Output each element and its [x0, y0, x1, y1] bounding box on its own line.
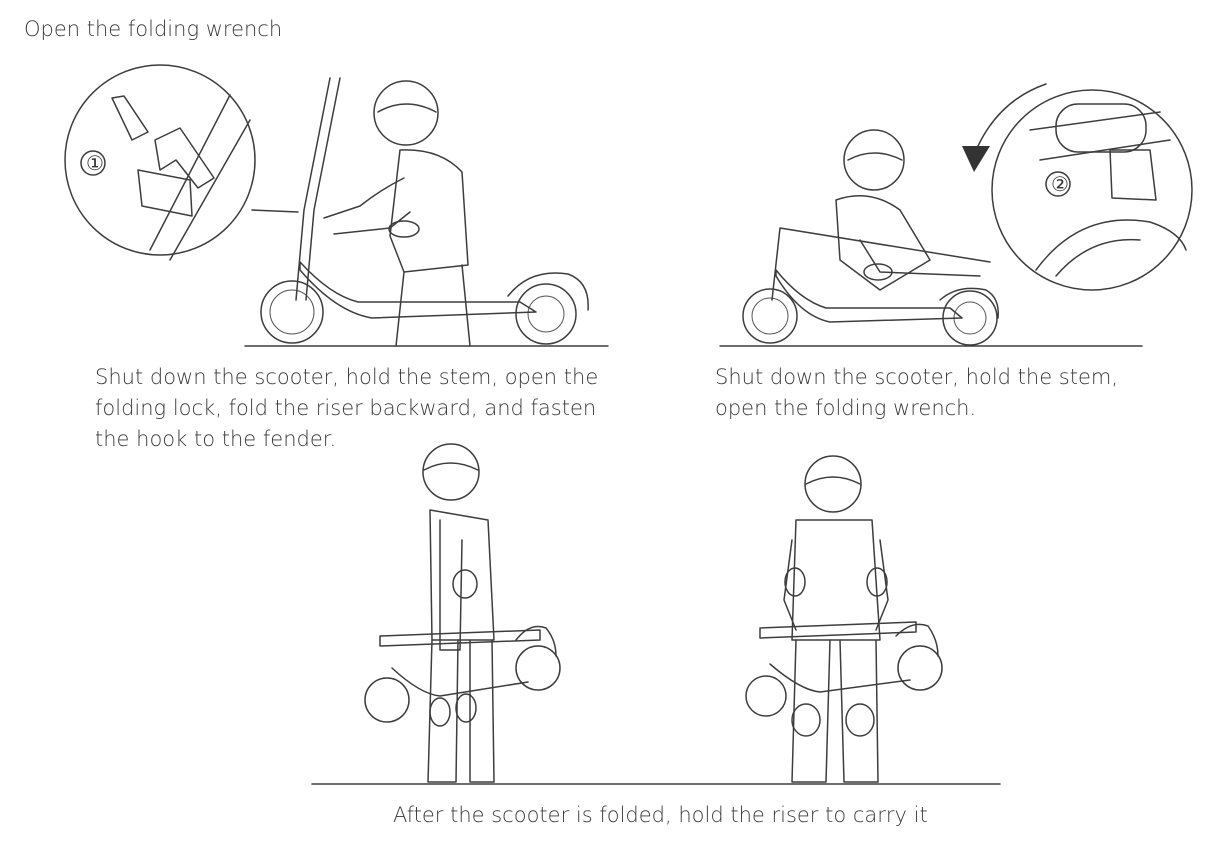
- step2-marker-circle: [1045, 171, 1071, 197]
- step1-caption: Shut down the scooter, hold the stem, op…: [95, 365, 599, 451]
- scooter-deck: [299, 261, 537, 319]
- step1-marker: ①: [86, 151, 104, 175]
- folded-rear-wheel-side: [515, 645, 561, 691]
- carrier-head-side: [422, 443, 480, 501]
- folded-stem: [771, 227, 991, 301]
- front-wheel-2: [742, 288, 798, 344]
- step2-caption: Shut down the scooter, hold the stem, op…: [715, 365, 1119, 420]
- illustration-step1: ①: [64, 64, 609, 347]
- scooter-deck-2: [775, 269, 963, 323]
- rider-head-2: [843, 129, 905, 191]
- rider-head: [373, 80, 439, 146]
- carrier-head-front: [804, 455, 862, 513]
- illustration-carry: [311, 443, 1001, 785]
- step2-marker: ②: [1051, 172, 1069, 196]
- zoom-detail-wrench: [991, 89, 1193, 291]
- section-heading: Open the folding wrench: [24, 17, 283, 41]
- folded-rear-wheel-front: [897, 645, 943, 691]
- step1-marker-circle: [80, 150, 106, 176]
- carrier-torso-front: [791, 519, 881, 641]
- illustration-step2: ②: [719, 83, 1193, 347]
- folded-front-wheel-side: [364, 677, 410, 723]
- zoom-detail-lock: [64, 64, 256, 256]
- carry-caption: After the scooter is folded, hold the ri…: [393, 803, 928, 827]
- rotate-arrow: [977, 83, 1047, 147]
- front-wheel: [260, 280, 324, 344]
- rider-body-2: [835, 195, 931, 291]
- rear-wheel: [515, 283, 577, 345]
- rider-body: [389, 149, 469, 273]
- arrow-head: [962, 146, 990, 172]
- scooter-stem: [295, 77, 331, 301]
- folded-front-wheel-front: [745, 675, 787, 717]
- carrier-torso-side: [429, 509, 495, 641]
